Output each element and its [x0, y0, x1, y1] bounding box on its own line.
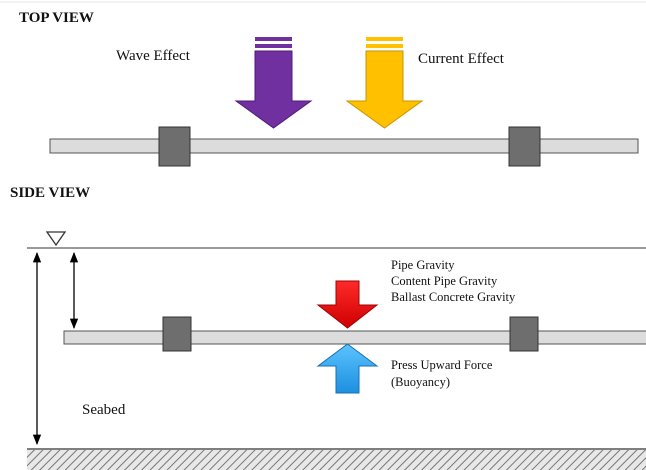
- current-effect-arrow: [345, 37, 424, 129]
- gravity-down-arrow: [316, 280, 379, 329]
- force-label-buoyancy: (Buoyancy): [391, 375, 451, 389]
- top-view-pipe: [49, 138, 639, 154]
- seabed-label: Seabed: [82, 402, 126, 418]
- force-label-content-pipe-gravity: Content Pipe Gravity: [391, 274, 498, 288]
- top-anchor-block-left: [158, 126, 191, 167]
- force-label-press-upward: Press Upward Force: [391, 358, 493, 372]
- top-anchor-block-right: [508, 126, 541, 167]
- side-view-heading: SIDE VIEW: [10, 185, 91, 201]
- force-label-pipe-gravity: Pipe Gravity: [391, 258, 455, 272]
- water-surface-marker-icon: [45, 231, 67, 247]
- side-view-pipe: [63, 330, 646, 345]
- wave-effect-label: Wave Effect: [116, 48, 190, 64]
- seabed-hatch: [27, 450, 646, 470]
- side-anchor-block-right: [509, 316, 539, 352]
- force-label-ballast-concrete-gravity: Ballast Concrete Gravity: [391, 290, 516, 304]
- wave-effect-arrow: [234, 37, 313, 129]
- buoyancy-up-arrow: [316, 343, 379, 394]
- current-effect-label: Current Effect: [418, 51, 504, 67]
- top-view-heading: TOP VIEW: [19, 10, 94, 26]
- side-anchor-block-left: [162, 316, 192, 352]
